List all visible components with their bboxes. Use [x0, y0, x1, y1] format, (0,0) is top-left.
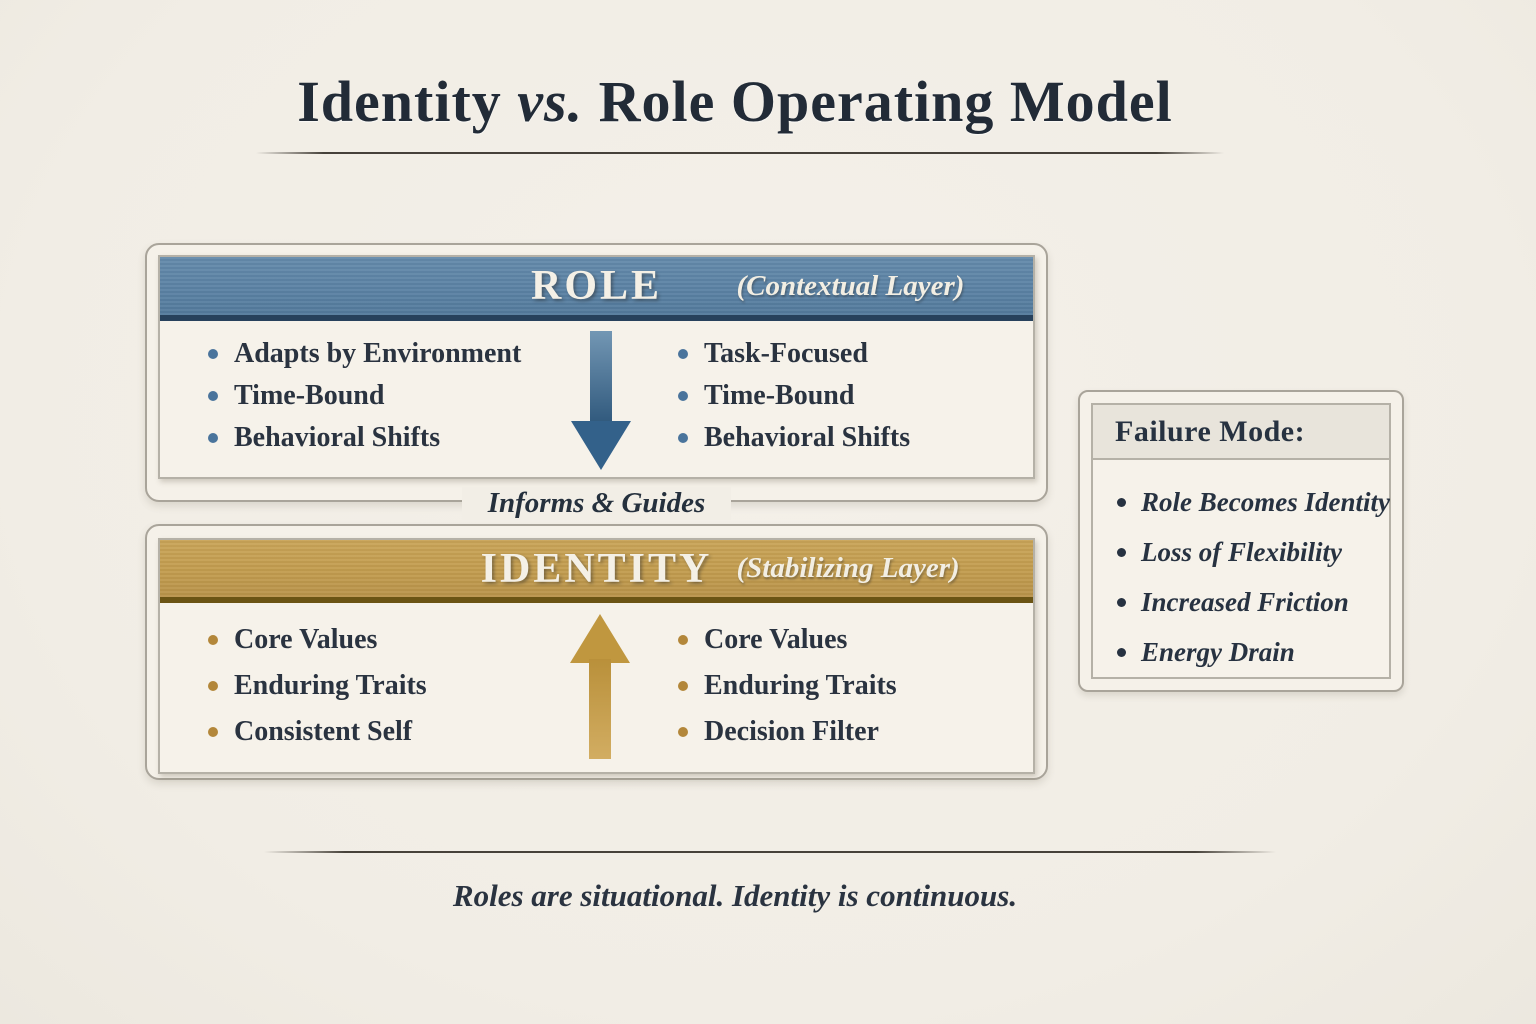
list-item-label: Time-Bound	[234, 380, 385, 411]
list-item: Core Values	[208, 617, 427, 663]
role-panel: ROLE (Contextual Layer) Adapts by Enviro…	[145, 243, 1048, 502]
role-title: ROLE	[530, 263, 663, 309]
footer-quote: Roles are situational. Identity is conti…	[452, 878, 1018, 913]
identity-title: IDENTITY	[480, 545, 713, 592]
list-item: Behavioral Shifts	[678, 417, 910, 459]
list-item: Consistent Self	[208, 709, 427, 755]
title-part-vs: vs.	[517, 69, 584, 134]
list-item-label: Core Values	[234, 624, 378, 655]
bullet-icon	[1117, 498, 1126, 507]
title-divider	[256, 152, 1224, 154]
role-left-list: Adapts by Environment Time-Bound Behavio…	[208, 333, 521, 459]
list-item: Enduring Traits	[208, 663, 427, 709]
bullet-icon	[678, 349, 688, 359]
failure-mode-header: Failure Mode:	[1093, 405, 1389, 460]
bullet-icon	[678, 727, 688, 737]
footer-divider	[264, 851, 1276, 853]
list-item: Enduring Traits	[678, 663, 897, 709]
list-item-label: Increased Friction	[1141, 587, 1349, 617]
list-item-label: Task-Focused	[704, 338, 868, 369]
list-item: Task-Focused	[678, 333, 910, 375]
list-item-label: Decision Filter	[704, 716, 879, 747]
list-item-label: Energy Drain	[1141, 637, 1295, 667]
bullet-icon	[208, 681, 218, 691]
connector: Informs & Guides	[145, 487, 1048, 520]
list-item-label: Enduring Traits	[234, 670, 427, 701]
bullet-icon	[1117, 648, 1126, 657]
bullet-icon	[208, 391, 218, 401]
list-item-label: Enduring Traits	[704, 670, 897, 701]
list-item-label: Core Values	[704, 624, 848, 655]
list-item-label: Behavioral Shifts	[704, 422, 911, 453]
list-item: Core Values	[678, 617, 897, 663]
list-item: Decision Filter	[678, 709, 897, 755]
failure-mode-list: Role Becomes Identity Loss of Flexibilit…	[1093, 460, 1390, 677]
bullet-icon	[208, 433, 218, 443]
list-item-label: Adapts by Environment	[234, 338, 522, 369]
page-title: Identity vs. Role Operating Model	[0, 68, 1470, 135]
up-arrow-icon	[570, 614, 630, 759]
role-right-list: Task-Focused Time-Bound Behavioral Shift…	[678, 333, 910, 459]
role-card: ROLE (Contextual Layer) Adapts by Enviro…	[158, 255, 1035, 479]
identity-left-list: Core Values Enduring Traits Consistent S…	[208, 617, 427, 755]
connector-label: Informs & Guides	[461, 487, 732, 520]
footer: Roles are situational. Identity is conti…	[0, 878, 1470, 914]
role-subtitle: (Contextual Layer)	[736, 269, 965, 302]
list-item-label: Behavioral Shifts	[234, 422, 441, 453]
list-item: Role Becomes Identity	[1117, 477, 1390, 527]
list-item: Loss of Flexibility	[1117, 527, 1389, 577]
bullet-icon	[678, 681, 688, 691]
bullet-icon	[208, 349, 218, 359]
bullet-icon	[678, 433, 688, 443]
list-item-label: Time-Bound	[704, 380, 855, 411]
bullet-icon	[208, 635, 218, 645]
title-part-1: Identity	[297, 69, 518, 134]
list-item-label: Role Becomes Identity	[1141, 487, 1390, 517]
down-arrow-icon	[571, 331, 631, 470]
bullet-icon	[1117, 598, 1126, 607]
identity-right-list: Core Values Enduring Traits Decision Fil…	[678, 617, 897, 755]
bullet-icon	[208, 727, 218, 737]
title-part-3: Role Operating Model	[583, 69, 1173, 134]
failure-mode-inner: Failure Mode: Role Becomes Identity Loss…	[1091, 403, 1391, 679]
list-item: Adapts by Environment	[208, 333, 521, 375]
list-item: Behavioral Shifts	[208, 417, 521, 459]
list-item-label: Loss of Flexibility	[1141, 537, 1342, 567]
role-header-bar: ROLE (Contextual Layer)	[160, 257, 1033, 321]
list-item: Increased Friction	[1117, 577, 1389, 627]
list-item: Time-Bound	[208, 375, 521, 417]
identity-header-bar: IDENTITY (Stabilizing Layer)	[160, 540, 1033, 603]
bullet-icon	[678, 391, 688, 401]
bullet-icon	[678, 635, 688, 645]
identity-subtitle: (Stabilizing Layer)	[736, 552, 960, 584]
list-item: Time-Bound	[678, 375, 910, 417]
failure-mode-box: Failure Mode: Role Becomes Identity Loss…	[1078, 390, 1404, 692]
list-item: Energy Drain	[1117, 627, 1389, 677]
list-item-label: Consistent Self	[234, 716, 413, 747]
bullet-icon	[1117, 548, 1126, 557]
